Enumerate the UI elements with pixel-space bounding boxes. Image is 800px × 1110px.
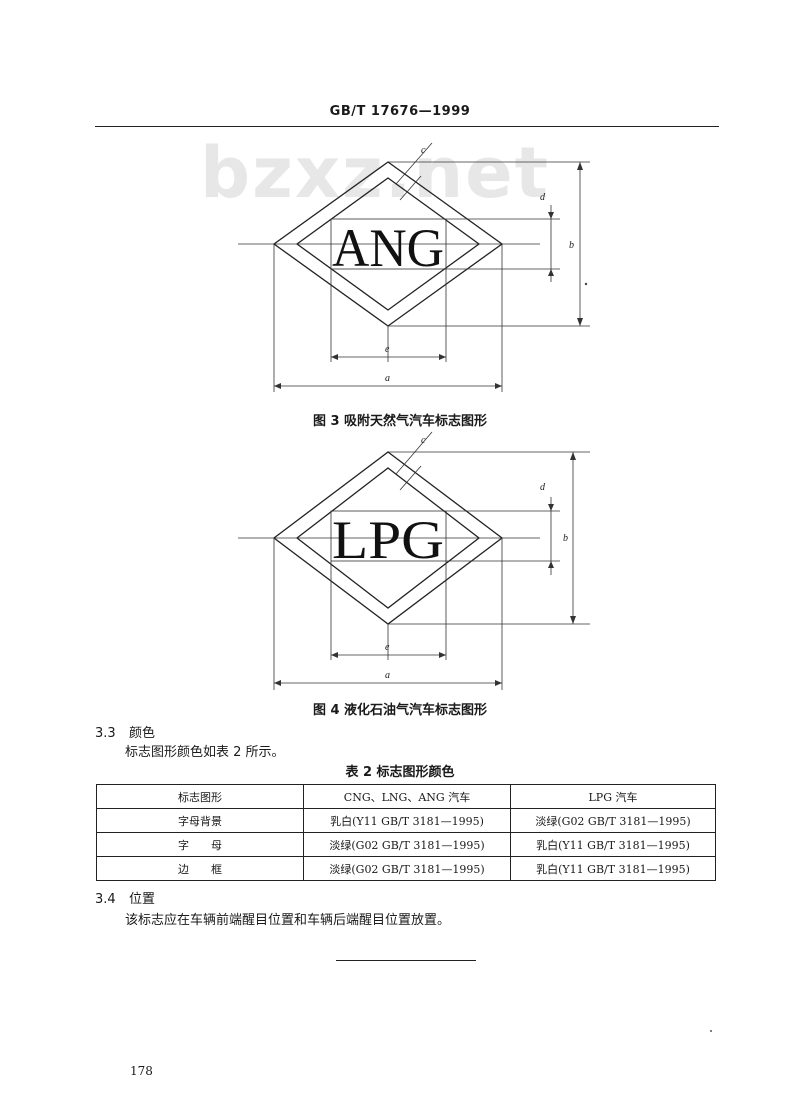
table-cell: 字母背景 <box>96 808 304 833</box>
figure-4-dim-e: e <box>385 642 390 653</box>
figure-3-dim-a: a <box>385 373 390 384</box>
table-cell: 字 母 <box>96 832 304 857</box>
table-header-row: 标志图形 CNG、LNG、ANG 汽车 LPG 汽车 <box>96 784 716 809</box>
figure-3-inner-diamond <box>295 177 481 311</box>
figure-4-caption: 图 4 液化石油气汽车标志图形 <box>312 703 488 718</box>
figure-4-dim-c: c <box>421 435 426 446</box>
figure-3-dim-b: b <box>569 240 574 251</box>
table-cell: 乳白(Y11 GB/T 3181—1995) <box>303 808 511 833</box>
table-header-cell: LPG 汽车 <box>510 784 716 809</box>
header-rule <box>95 126 719 127</box>
figure-3-caption: 图 3 吸附天然气汽车标志图形 <box>312 414 488 429</box>
figure-4-diagram: LPG c d b e a <box>238 431 590 690</box>
table-row: 边 框 淡绿(G02 GB/T 3181—1995) 乳白(Y11 GB/T 3… <box>96 856 716 881</box>
figure-3-dim-c: c <box>421 145 426 156</box>
figure-3-dim-e: e <box>385 344 390 355</box>
table-cell: 边 框 <box>96 856 304 881</box>
figure-4-letter-box <box>330 510 447 562</box>
section-3-4-title: 位置 <box>129 892 156 907</box>
page-number: 178 <box>130 1064 153 1078</box>
section-3-4-number: 3.4 <box>95 892 116 907</box>
section-3-3-text: 标志图形颜色如表 2 所示。 <box>125 745 285 760</box>
figure-4-dim-b: b <box>563 533 568 544</box>
section-3-3-number: 3.3 <box>95 726 116 741</box>
section-3-3-heading: 3.3 颜色 <box>95 722 155 741</box>
table-cell: 淡绿(G02 GB/T 3181—1995) <box>510 808 716 833</box>
table-cell: 淡绿(G02 GB/T 3181—1995) <box>303 832 511 857</box>
table-row: 字 母 淡绿(G02 GB/T 3181—1995) 乳白(Y11 GB/T 3… <box>96 832 716 857</box>
table-cell: 乳白(Y11 GB/T 3181—1995) <box>510 832 716 857</box>
figure-4-letters: LPG <box>332 510 444 570</box>
figure-3-letters: ANG <box>332 218 444 278</box>
section-3-4-heading: 3.4 位置 <box>95 888 155 907</box>
table-header-cell: CNG、LNG、ANG 汽车 <box>303 784 511 809</box>
table-row: 字母背景 乳白(Y11 GB/T 3181—1995) 淡绿(G02 GB/T … <box>96 808 716 833</box>
figure-4-dim-a: a <box>385 670 390 681</box>
page-header-title: GB/T 17676—1999 <box>329 104 471 119</box>
table-2-title: 表 2 标志图形颜色 <box>345 765 455 780</box>
table-header-cell: 标志图形 <box>96 784 304 809</box>
table-cell: 乳白(Y11 GB/T 3181—1995) <box>510 856 716 881</box>
section-3-4-text: 该标志应在车辆前端醒目位置和车辆后端醒目位置放置。 <box>125 913 451 928</box>
figure-4-inner-diamond <box>295 467 481 609</box>
table-cell: 淡绿(G02 GB/T 3181—1995) <box>303 856 511 881</box>
end-rule <box>336 960 476 961</box>
figure-3-dim-d: d <box>540 192 546 203</box>
table-2: 标志图形 CNG、LNG、ANG 汽车 LPG 汽车 字母背景 乳白(Y11 G… <box>96 784 716 881</box>
section-3-3-title: 颜色 <box>129 726 156 741</box>
figure-3-diagram: ANG c d b e a <box>238 142 590 392</box>
figure-4-dim-d: d <box>540 482 546 493</box>
watermark: bzxz.net <box>200 132 551 214</box>
scan-speck <box>710 1030 712 1032</box>
